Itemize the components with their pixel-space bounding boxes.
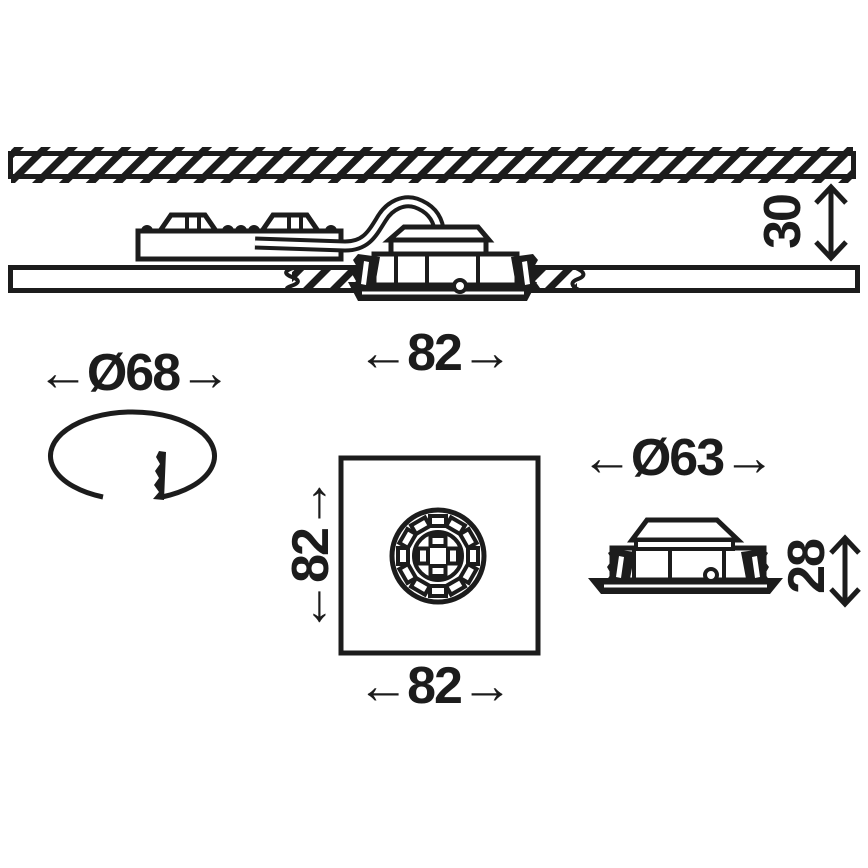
recess-depth-arrow-up-icon xyxy=(814,183,848,205)
led-center-chip xyxy=(428,564,448,578)
driver-clamp-right-notch xyxy=(287,216,303,231)
housing-height-value: 28 xyxy=(778,539,836,594)
dimension-overall-width: ←82→ xyxy=(357,324,511,382)
housing-height-arrow-down-icon xyxy=(829,587,861,608)
fixture-cap-band xyxy=(388,237,489,257)
led-chip xyxy=(408,575,433,598)
led-center-chip xyxy=(446,546,460,566)
fixture-vent-hole xyxy=(452,278,468,294)
housing-cap xyxy=(627,517,745,543)
driver-box xyxy=(135,212,344,262)
dimension-front-width: ←82→ xyxy=(357,657,511,715)
cable-core xyxy=(254,199,442,249)
led-chip xyxy=(457,526,480,551)
housing-clip-left-slit xyxy=(616,556,624,578)
dimension-housing-height: 28 xyxy=(778,534,861,608)
panel-break-right xyxy=(570,266,586,292)
spring-clip-left-slit xyxy=(361,261,369,285)
led-module-inner-ring xyxy=(412,530,464,582)
led-chip xyxy=(428,514,448,528)
driver-clamp-left-notch xyxy=(185,216,201,231)
spring-clip-right-slit xyxy=(522,261,530,285)
ceiling-section xyxy=(8,147,856,183)
led-chip xyxy=(443,575,468,598)
housing-clip-right-slit xyxy=(752,556,760,578)
dimension-housing-diameter: ←Ø63→ xyxy=(581,429,773,487)
dimension-front-height: ←82→ xyxy=(282,479,340,633)
led-center-cluster xyxy=(416,534,460,578)
led-chip xyxy=(396,526,419,551)
led-chip xyxy=(443,514,468,537)
panel-hatch-left xyxy=(292,270,355,288)
led-chip xyxy=(457,561,480,586)
housing-vent-hole xyxy=(703,567,719,583)
led-center-chip xyxy=(428,534,448,548)
housing-height-arrow-up-icon xyxy=(829,534,861,555)
led-chip xyxy=(408,514,433,537)
dimension-recess-depth: 30 xyxy=(754,183,848,262)
ceiling-outline xyxy=(8,151,856,179)
housing-side-view xyxy=(588,517,783,594)
led-chip xyxy=(396,546,410,566)
cutout-ellipse xyxy=(48,409,217,500)
led-chip xyxy=(466,546,480,566)
recess-depth-arrow-down-icon xyxy=(814,240,848,262)
led-chip xyxy=(396,561,419,586)
cutout-hole-view: ←Ø68→ xyxy=(37,344,231,500)
recess-depth-value: 30 xyxy=(754,195,812,249)
led-ring xyxy=(396,514,480,598)
fixture-body-lines xyxy=(394,256,480,284)
led-center-chip xyxy=(416,546,430,566)
power-cable xyxy=(254,195,446,253)
dimension-cutout-diameter: ←Ø68→ xyxy=(37,344,229,402)
panel-break-left xyxy=(284,266,300,292)
housing-cap-band xyxy=(634,538,735,551)
saw-blade xyxy=(153,451,166,500)
led-chip xyxy=(428,584,448,598)
cable-grommets xyxy=(141,225,337,231)
front-view xyxy=(338,455,541,656)
recessed-fixture-section xyxy=(348,224,540,301)
